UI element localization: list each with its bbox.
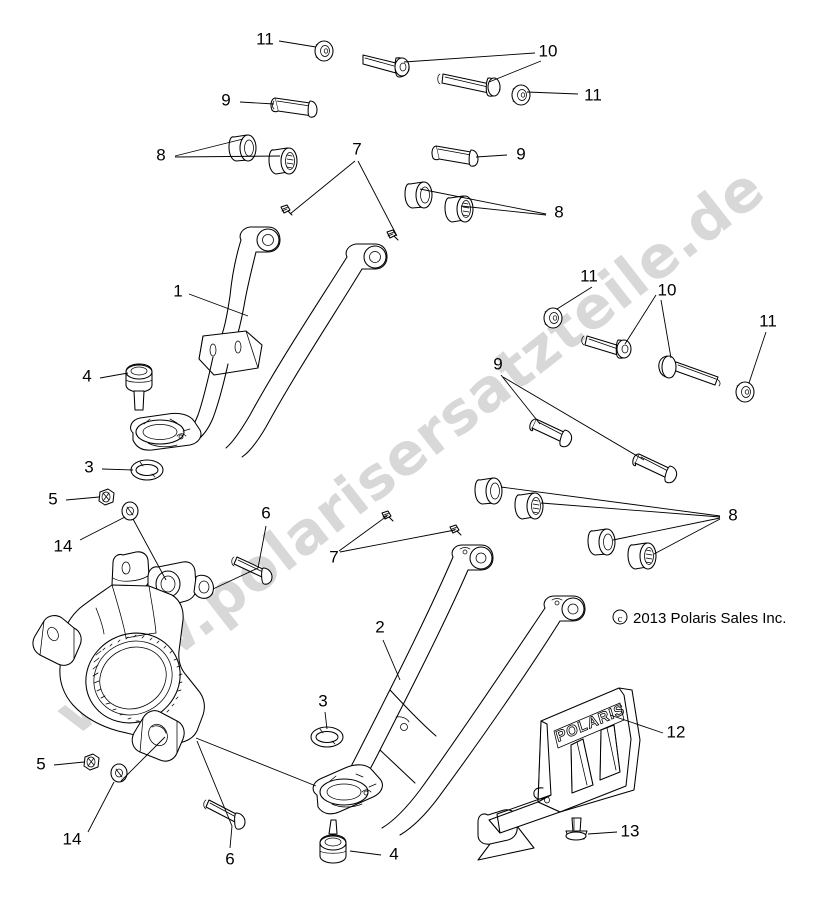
callout-3-b[interactable]: 3 xyxy=(318,691,327,710)
callout-14-a[interactable]: 14 xyxy=(54,536,73,555)
callout-8-c[interactable]: 8 xyxy=(728,505,737,524)
part-skid-plate-12 xyxy=(488,687,641,834)
part-ball-joint-4b xyxy=(319,819,347,864)
callout-9-a[interactable]: 9 xyxy=(221,90,230,109)
callout-1[interactable]: 1 xyxy=(173,281,182,300)
leader-lines xyxy=(53,40,767,856)
part-skid-plate-screw-13 xyxy=(565,817,588,841)
part-lock-nut-5a xyxy=(98,488,115,506)
callout-13[interactable]: 13 xyxy=(621,821,640,840)
part-bushing-8c-2 xyxy=(514,492,544,520)
callout-4-a[interactable]: 4 xyxy=(82,366,91,385)
callout-8-a[interactable]: 8 xyxy=(156,145,165,164)
callout-4-b[interactable]: 4 xyxy=(389,844,398,863)
callout-14-b[interactable]: 14 xyxy=(63,829,82,848)
callout-11-d[interactable]: 11 xyxy=(759,311,777,330)
part-ball-joint-4a xyxy=(125,363,153,411)
callout-11-c[interactable]: 11 xyxy=(580,266,598,285)
part-flange-nut-11b xyxy=(511,84,531,106)
part-pivot-spacer-9c-2 xyxy=(632,453,678,484)
callout-6-a[interactable]: 6 xyxy=(261,503,270,522)
part-bushing-8a-2 xyxy=(268,147,298,175)
part-hex-bolt-6a xyxy=(231,556,273,585)
part-pivot-spacer-9c-1 xyxy=(529,418,573,448)
part-retaining-ring-3b xyxy=(310,726,344,748)
part-steering-knuckle xyxy=(32,551,214,762)
callout-8-b[interactable]: 8 xyxy=(554,202,563,221)
part-flange-bolt-10a xyxy=(362,54,410,78)
part-lower-control-arm-2 xyxy=(312,544,586,861)
part-retaining-ring-3a xyxy=(130,459,164,481)
copyright-text: 2013 Polaris Sales Inc. xyxy=(633,610,786,627)
callout-9-c[interactable]: 9 xyxy=(493,354,502,373)
callout-7-a[interactable]: 7 xyxy=(352,139,361,158)
part-flange-bolt-10b xyxy=(437,73,501,97)
part-pivot-spacer-9a xyxy=(270,97,318,118)
callout-5-a[interactable]: 5 xyxy=(48,489,57,508)
part-pivot-spacer-9b xyxy=(431,145,479,167)
callout-5-b[interactable]: 5 xyxy=(36,754,45,773)
part-bushing-8c-1 xyxy=(474,477,503,505)
part-grease-fitting-7b-1 xyxy=(381,510,394,522)
callout-10-b[interactable]: 10 xyxy=(658,280,677,299)
part-grease-fitting-7a-2 xyxy=(386,229,399,241)
callout-6-b[interactable]: 6 xyxy=(225,849,234,868)
part-washer-14b xyxy=(110,763,128,783)
callout-2[interactable]: 2 xyxy=(375,617,384,636)
part-grease-fitting-7a-1 xyxy=(280,204,293,216)
part-washer-14a xyxy=(121,501,139,521)
callout-11-b[interactable]: 11 xyxy=(584,85,602,104)
part-bushing-8b-1 xyxy=(404,181,433,209)
part-grease-fitting-7b-2 xyxy=(449,524,462,536)
part-upper-control-arm-1 xyxy=(130,226,388,458)
callout-3-a[interactable]: 3 xyxy=(84,457,93,476)
part-hex-bolt-6b xyxy=(203,799,246,830)
part-bushing-8c-3 xyxy=(587,528,616,556)
callout-12[interactable]: 12 xyxy=(667,722,686,741)
part-lock-nut-5b xyxy=(83,753,100,771)
part-flange-nut-11a xyxy=(314,40,334,62)
copyright-symbol: c xyxy=(618,614,623,625)
callout-10-a[interactable]: 10 xyxy=(539,41,558,60)
part-flange-bolt-10c xyxy=(581,335,632,359)
part-flange-nut-11d xyxy=(735,381,755,403)
callout-9-b[interactable]: 9 xyxy=(516,144,525,163)
callout-7-b[interactable]: 7 xyxy=(329,547,338,566)
callout-11-a[interactable]: 11 xyxy=(256,29,274,48)
part-bushing-8c-4 xyxy=(627,542,657,570)
part-flange-nut-11c xyxy=(543,307,563,329)
part-bushing-8b-2 xyxy=(444,195,474,223)
copyright-notice: c 2013 Polaris Sales Inc. xyxy=(612,609,786,627)
part-flange-bolt-10d xyxy=(658,355,721,387)
